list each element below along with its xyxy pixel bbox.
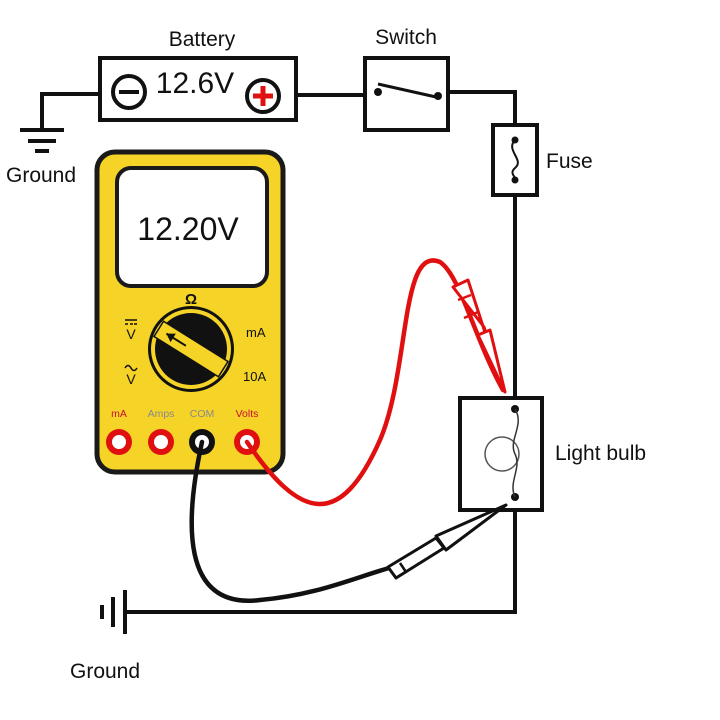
ground-label-top: Ground [6,164,76,187]
multimeter-display: 12.20V [137,211,239,247]
switch [363,56,450,132]
dial-knob[interactable] [148,306,234,392]
wire-bulb-to-ground [125,510,517,614]
dial-label-ohm: Ω [185,291,197,308]
light-bulb-label: Light bulb [555,442,646,465]
dial-label-ac-volts: V [124,364,138,387]
battery-voltage: 12.6V [156,67,234,100]
black-test-lead[interactable] [189,439,508,603]
ground-symbol-bottom [100,590,127,634]
jack-label-ma: mA [111,408,127,420]
jack-label-com: COM [190,408,215,420]
jack-amps[interactable] [148,429,174,455]
dial-label-10a: 10A [243,369,266,384]
battery: 12.6V [98,56,298,122]
multimeter-screen [115,166,269,288]
wire-switch-to-fuse [448,90,517,125]
ground-label-bottom: Ground [70,660,140,683]
jack-labels: mA Amps COM Volts [111,408,258,420]
ground-symbol-top [20,128,64,153]
fuse [491,123,539,197]
jack-ma[interactable] [106,429,132,455]
wire-ground-to-battery [40,92,100,128]
black-probe [386,503,508,580]
multimeter: 12.20V Ω V V mA 10A [94,149,286,475]
svg-text:V: V [126,371,136,387]
minus-icon [111,74,147,110]
light-bulb [458,396,544,512]
fuse-label: Fuse [546,150,593,173]
svg-text:V: V [126,326,136,342]
dial-label-ma: mA [246,325,266,340]
dial-label-dc-volts: V [125,319,137,342]
red-probe [451,278,507,394]
plus-icon [245,78,281,114]
red-test-lead[interactable] [244,258,507,507]
jack-label-amps: Amps [148,408,175,420]
switch-label: Switch [375,26,437,49]
circuit-wires [40,90,517,614]
battery-label: Battery [169,28,236,51]
jack-label-volts: Volts [236,408,259,420]
